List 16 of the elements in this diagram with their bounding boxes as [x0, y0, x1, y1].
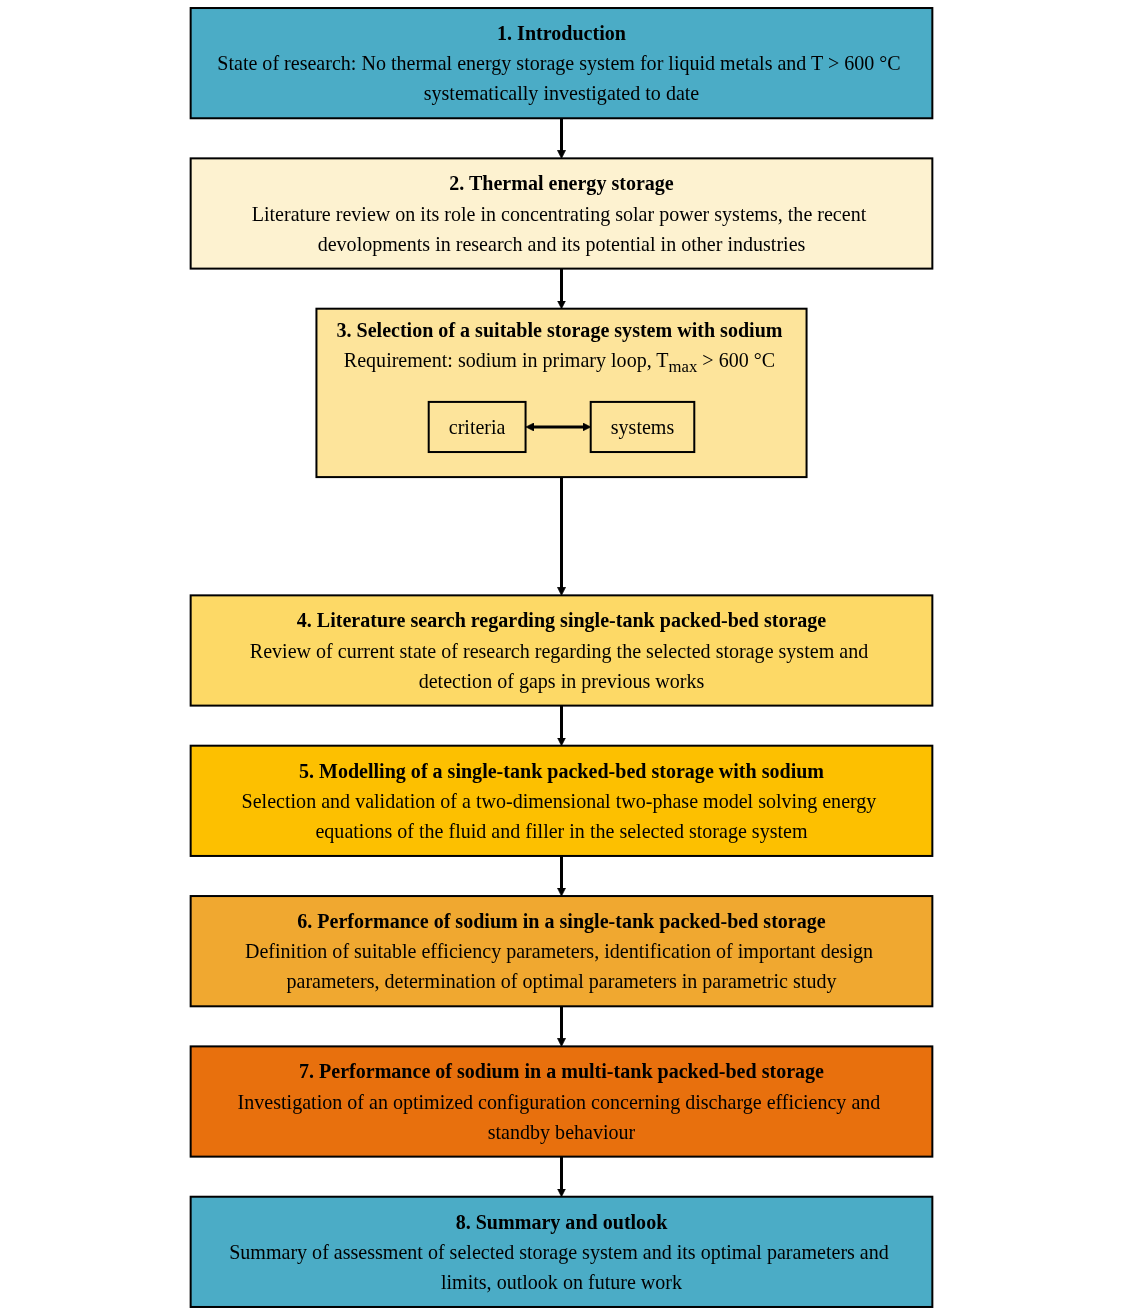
- node-box: 6. Performance of sodium in a single-tank packed-bed storage Definition of suitable efficiency parameters, identification of important design parameters, determination of optimal parameters in parametric study: [189, 895, 934, 1008]
- node-box: criteria: [427, 400, 527, 454]
- arrow: [557, 477, 566, 596]
- arrow: [557, 1156, 566, 1198]
- node-box: 2. Thermal energy storage Literature review on its role in concentrating solar power systems, the recent devolopments in research and its potential in other industries: [189, 157, 934, 270]
- node-box: 8. Summary and outlook Summary of assessment of selected storage system and its optimal parameters and limits, outlook on future work: [189, 1195, 934, 1308]
- arrow: [557, 705, 566, 747]
- node-box: 1. Introduction State of research: No thermal energy storage system for liquid metals and T > 600 °C systematically investigated to date: [189, 7, 934, 120]
- arrow: [557, 855, 566, 897]
- arrow: [557, 1006, 566, 1047]
- node-box: systems: [589, 400, 696, 454]
- arrow: [557, 268, 566, 310]
- node-box: 4. Literature search regarding single-tank packed-bed storage Review of current state of research regarding the selected storage system and detection of gaps in previous works: [189, 594, 934, 707]
- node-box: 5. Modelling of a single-tank packed-bed storage with sodium Selection and validation of a two-dimensional two-phase model solving energy equations of the fluid and filler in the selected storage system: [189, 744, 934, 857]
- arrow: [557, 118, 566, 159]
- node-box: 7. Performance of sodium in a multi-tank packed-bed storage Investigation of an optimized configuration concerning discharge efficiency and standby behaviour: [189, 1045, 934, 1158]
